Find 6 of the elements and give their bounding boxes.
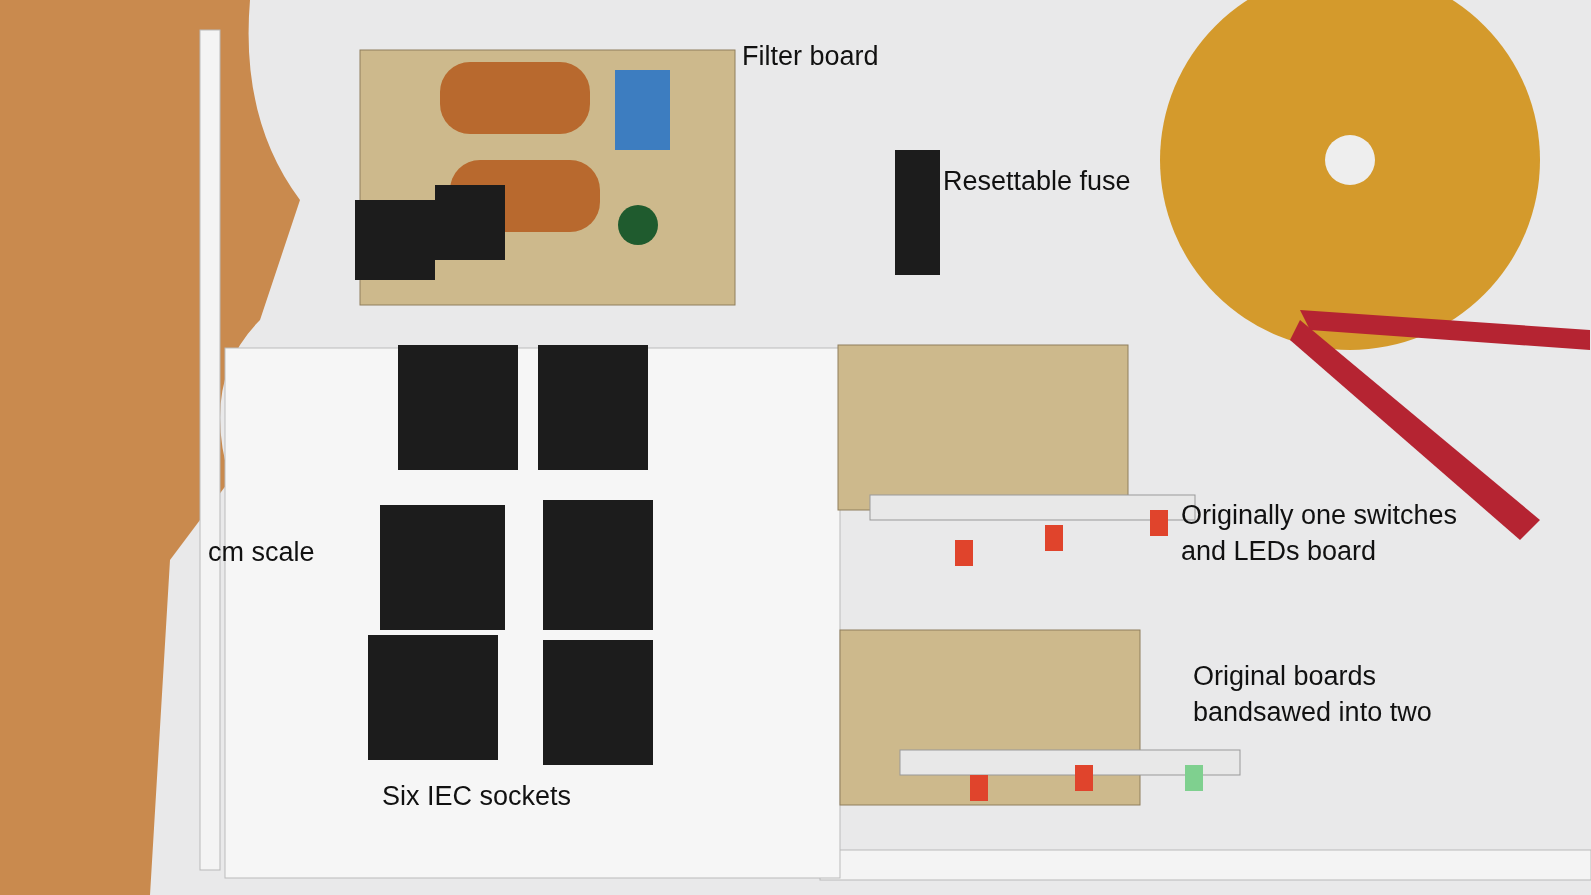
part-label: Filter board <box>742 40 879 73</box>
note-label: Originally one switches and LEDs board <box>1181 499 1459 568</box>
note-label: Original boards bandsawed into two <box>1193 660 1433 729</box>
part-label: Six IEC sockets <box>382 780 572 813</box>
part-label: Resettable fuse <box>943 165 1131 198</box>
part-label: cm scale <box>208 536 315 569</box>
